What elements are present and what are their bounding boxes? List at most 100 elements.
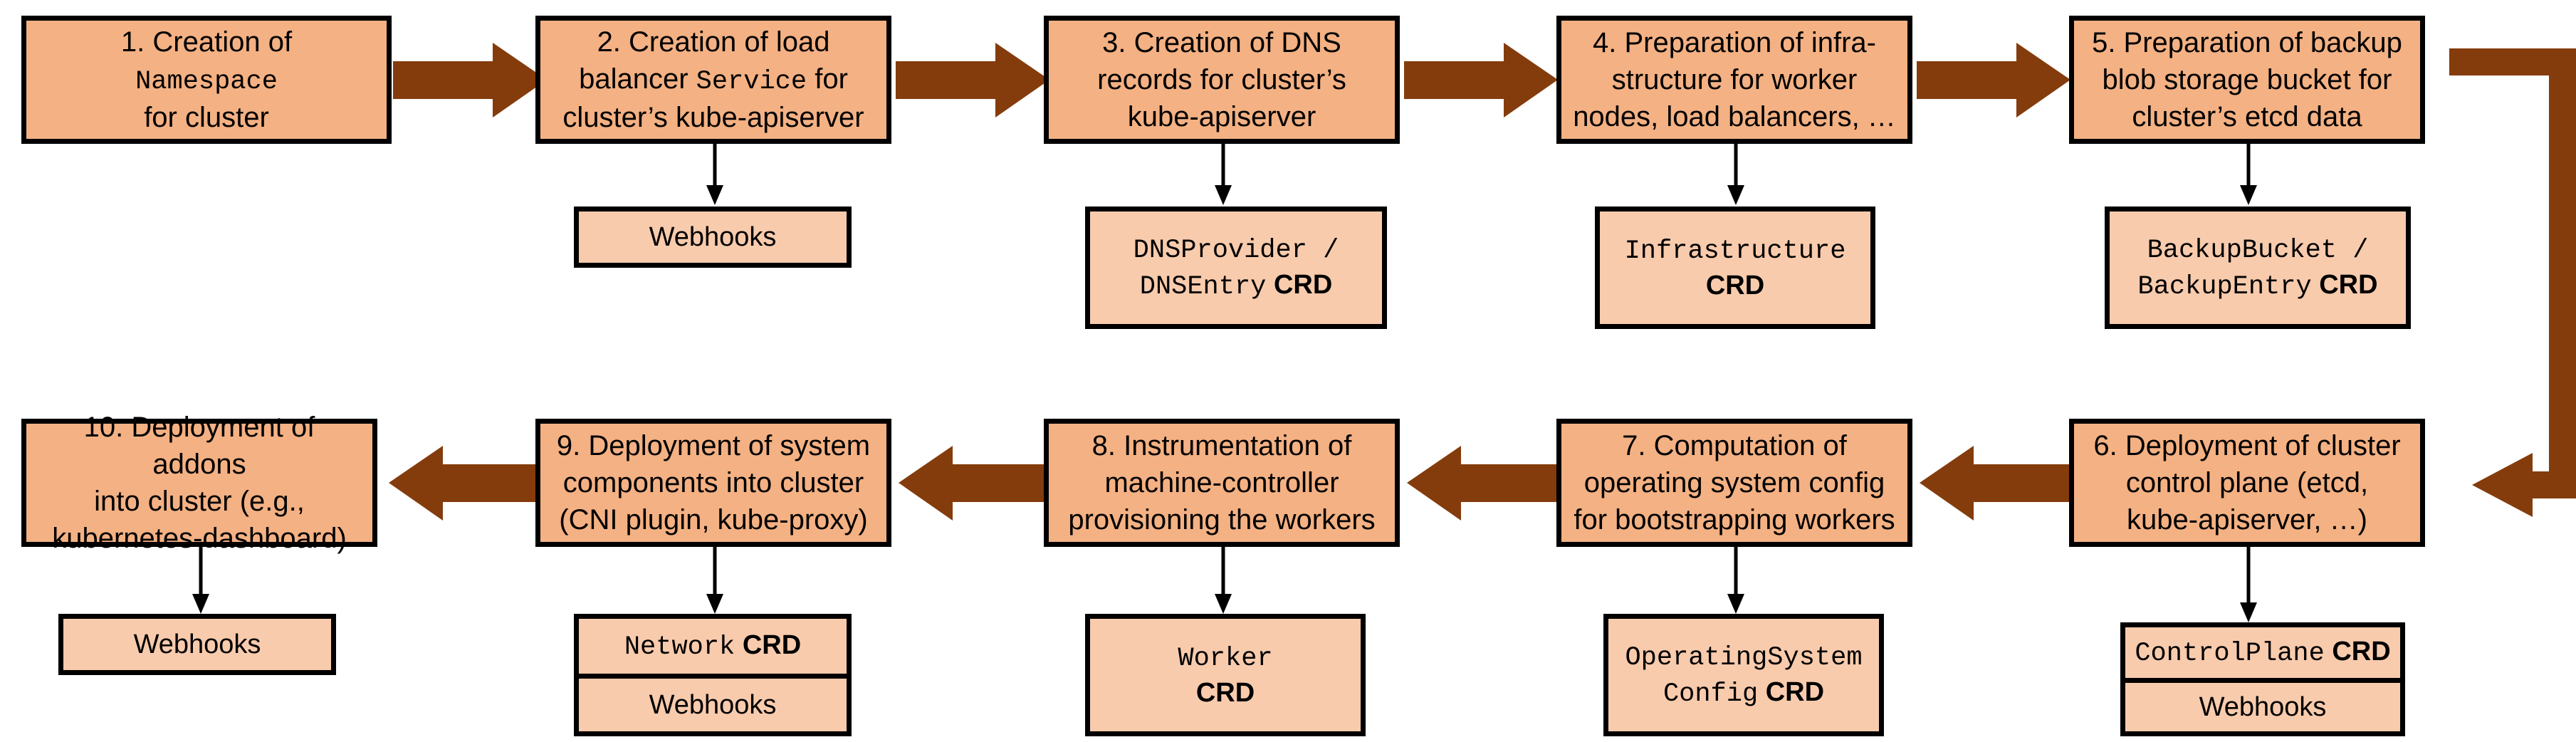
step-5-line-1: 5. Preparation of backup — [2092, 27, 2402, 58]
artifact-9-crd-text: Network CRD — [624, 628, 801, 664]
step-7-line-2: operating system config — [1583, 467, 1885, 498]
artifact-6-webhooks-label: Webhooks — [2199, 691, 2327, 722]
artifact-box-7[interactable]: OperatingSystem Config CRD — [1603, 614, 1884, 736]
step-8-text: 8. Instrumentation of machine-controller… — [1056, 427, 1388, 538]
step-box-2[interactable]: 2. Creation of load balancer Service for… — [535, 16, 891, 144]
artifact-box-5[interactable]: BackupBucket / BackupEntry CRD — [2105, 207, 2411, 329]
connector-step-4 — [1722, 142, 1750, 207]
artifact-box-9[interactable]: Network CRD Webhooks — [574, 614, 852, 736]
step-6-line-3: kube-apiserver, …) — [2127, 504, 2367, 535]
artifact-5-line-1: BackupBucket / — [2147, 235, 2369, 266]
connector-step-10 — [187, 545, 215, 615]
artifact-6-controlplane-type: ControlPlane — [2135, 638, 2325, 669]
artifact-9-network-type: Network — [624, 632, 735, 662]
connector-step-7 — [1722, 545, 1750, 615]
artifact-7-line-1: OperatingSystem — [1625, 642, 1863, 673]
step-box-8[interactable]: 8. Instrumentation of machine-controller… — [1044, 419, 1400, 547]
step-1-line-3: for cluster — [144, 102, 269, 134]
artifact-2-row-webhooks: Webhooks — [579, 211, 847, 263]
artifact-3-crd-label: CRD — [1273, 270, 1333, 300]
arrow-5-to-6 — [2422, 48, 2576, 547]
step-box-7[interactable]: 7. Computation of operating system confi… — [1556, 419, 1912, 547]
arrow-8-to-9 — [899, 446, 1052, 521]
artifact-9-webhooks-label: Webhooks — [649, 689, 777, 720]
artifact-5-crd-label: CRD — [2319, 270, 2378, 300]
artifact-box-3[interactable]: DNSProvider / DNSEntry CRD — [1085, 207, 1387, 329]
step-7-text: 7. Computation of operating system confi… — [1569, 427, 1900, 538]
step-3-line-1: 3. Creation of DNS — [1102, 27, 1341, 58]
arrow-2-to-3 — [896, 43, 1049, 117]
artifact-8-crd-label: CRD — [1195, 678, 1255, 709]
artifact-3-line-1: DNSProvider / — [1133, 235, 1339, 266]
connector-step-9 — [701, 545, 729, 615]
step-2-line-2a: balancer — [579, 63, 696, 95]
connector-step-8 — [1209, 545, 1237, 615]
arrow-3-to-4 — [1404, 43, 1558, 117]
step-2-line-3: cluster’s kube-apiserver — [562, 102, 864, 134]
step-box-4[interactable]: 4. Preparation of infra- structure for w… — [1556, 16, 1912, 144]
connector-step-6 — [2234, 545, 2263, 624]
step-5-line-3: cluster’s etcd data — [2132, 101, 2362, 132]
connector-step-2 — [701, 142, 729, 207]
step-4-line-3: nodes, load balancers, … — [1573, 101, 1896, 132]
step-3-text: 3. Creation of DNS records for cluster’s… — [1056, 24, 1388, 135]
artifact-box-2[interactable]: Webhooks — [574, 207, 852, 268]
step-8-line-2: machine-controller — [1104, 467, 1339, 498]
arrow-1-to-2 — [393, 43, 547, 117]
step-9-line-3: (CNI plugin, kube-proxy) — [559, 504, 868, 535]
step-9-text: 9. Deployment of system components into … — [548, 427, 879, 538]
artifact-5-row-crd: BackupBucket / BackupEntry CRD — [2110, 211, 2406, 324]
step-5-text: 5. Preparation of backup blob storage bu… — [2081, 24, 2413, 135]
artifact-4-crd-text: Infrastructure CRD — [1625, 232, 1846, 303]
artifact-6-crd-label: CRD — [2332, 636, 2391, 667]
step-2-service-type: Service — [696, 66, 807, 97]
step-2-text: 2. Creation of load balancer Service for… — [548, 23, 879, 136]
step-box-1[interactable]: 1. Creation of Namespace for cluster — [21, 16, 392, 144]
artifact-8-row-crd: Worker CRD — [1090, 619, 1361, 731]
step-6-text: 6. Deployment of cluster control plane (… — [2081, 427, 2413, 538]
artifact-box-10[interactable]: Webhooks — [58, 614, 336, 675]
step-box-10[interactable]: 10. Deployment of addons into cluster (e… — [21, 412, 377, 554]
artifact-box-6[interactable]: ControlPlane CRD Webhooks — [2120, 622, 2405, 736]
step-box-3[interactable]: 3. Creation of DNS records for cluster’s… — [1044, 16, 1400, 144]
step-10-text: 10. Deployment of addons into cluster (e… — [33, 409, 365, 557]
artifact-7-line-2-type: Config — [1663, 679, 1759, 709]
step-1-text: 1. Creation of Namespace for cluster — [33, 23, 379, 136]
step-4-text: 4. Preparation of infra- structure for w… — [1569, 24, 1900, 135]
artifact-box-4[interactable]: Infrastructure CRD — [1595, 207, 1875, 329]
step-3-line-3: kube-apiserver — [1127, 101, 1316, 132]
step-4-line-1: 4. Preparation of infra- — [1593, 27, 1876, 58]
artifact-3-line-2-type: DNSEntry — [1139, 272, 1267, 302]
artifact-7-crd-text: OperatingSystem Config CRD — [1625, 639, 1862, 712]
connector-step-3 — [1209, 142, 1237, 207]
artifact-4-crd-label: CRD — [1705, 271, 1765, 301]
artifact-5-crd-text: BackupBucket / BackupEntry CRD — [2137, 231, 2377, 305]
step-box-5[interactable]: 5. Preparation of backup blob storage bu… — [2069, 16, 2425, 144]
arrow-4-to-5 — [1917, 43, 2070, 117]
step-7-line-1: 7. Computation of — [1622, 430, 1847, 461]
artifact-3-crd-text: DNSProvider / DNSEntry CRD — [1133, 231, 1339, 305]
step-7-line-3: for bootstrapping workers — [1574, 504, 1895, 535]
step-3-line-2: records for cluster’s — [1097, 64, 1346, 95]
step-6-line-2: control plane (etcd, — [2125, 467, 2369, 498]
step-8-line-1: 8. Instrumentation of — [1091, 430, 1352, 461]
step-box-9[interactable]: 9. Deployment of system components into … — [535, 419, 891, 547]
artifact-6-crd-text: ControlPlane CRD — [2135, 634, 2390, 671]
arrow-7-to-8 — [1407, 446, 1561, 521]
artifact-box-8[interactable]: Worker CRD — [1085, 614, 1366, 736]
arrow-9-to-10 — [389, 446, 543, 521]
artifact-8-line-1: Worker — [1178, 644, 1273, 674]
step-box-6[interactable]: 6. Deployment of cluster control plane (… — [2069, 419, 2425, 547]
arrow-6-to-7 — [1920, 446, 2073, 521]
artifact-9-crd-label: CRD — [742, 629, 802, 660]
artifact-7-crd-label: CRD — [1765, 677, 1825, 707]
step-5-line-2: blob storage bucket for — [2102, 64, 2392, 95]
artifact-5-line-2-type: BackupEntry — [2137, 272, 2312, 302]
connector-step-5 — [2234, 142, 2263, 207]
artifact-6-row-crd: ControlPlane CRD — [2125, 627, 2400, 678]
step-9-line-1: 9. Deployment of system — [556, 430, 871, 461]
artifact-3-row-crd: DNSProvider / DNSEntry CRD — [1090, 211, 1382, 324]
step-10-line-2: into cluster (e.g., — [94, 486, 305, 517]
artifact-10-webhooks-label: Webhooks — [133, 629, 261, 659]
